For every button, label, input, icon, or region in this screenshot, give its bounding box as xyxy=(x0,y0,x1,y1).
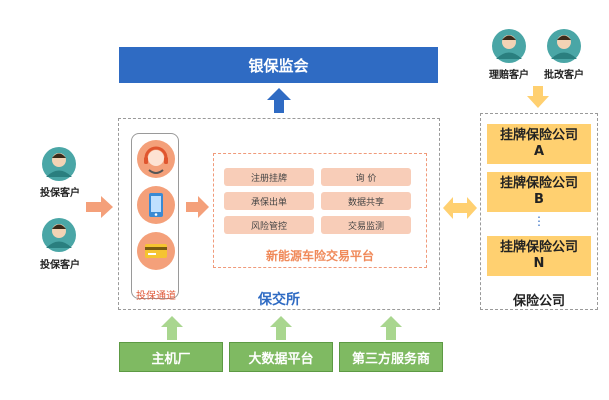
arrow-right-platform xyxy=(186,196,209,218)
policyholder-label: 投保客户 xyxy=(40,260,80,271)
partner-big-data: 大数据平台 xyxy=(229,342,333,372)
function-data-sharing: 数据共享 xyxy=(321,192,411,210)
arrow-down-insurers xyxy=(527,86,549,108)
endorsement-customer-label: 批改客户 xyxy=(544,70,584,81)
insurer-a-letter: A xyxy=(533,144,545,159)
credit-card-icon xyxy=(137,232,175,270)
function-inquiry: 询 价 xyxy=(321,168,411,186)
function-trade-monitoring: 交易监测 xyxy=(321,216,411,234)
arrow-up-partner xyxy=(161,316,183,340)
insurer-b-name: 挂牌保险公司 xyxy=(499,176,578,191)
insurer-a-box: 挂牌保险公司 A xyxy=(487,124,591,164)
ellipsis-vertical: ⋮ xyxy=(533,214,545,228)
platform-title: 新能源车险交易平台 xyxy=(265,249,374,263)
person-icon xyxy=(42,218,76,252)
policyholder-label: 投保客户 xyxy=(40,188,80,199)
insurers-title: 保险公司 xyxy=(512,294,565,309)
insurer-b-letter: B xyxy=(534,192,544,207)
exchange-container xyxy=(118,118,440,310)
insurer-n-letter: N xyxy=(533,256,545,271)
insurer-b-box: 挂牌保险公司 B xyxy=(487,172,591,212)
insurer-n-box: 挂牌保险公司 N xyxy=(487,236,591,276)
channels-box xyxy=(131,133,179,299)
arrow-up-regulator xyxy=(267,88,291,113)
arrow-up-partner xyxy=(270,316,292,340)
regulator-box: 银保监会 xyxy=(119,47,438,83)
person-icon xyxy=(492,29,526,63)
insurers-container xyxy=(480,113,598,310)
mobile-phone-icon xyxy=(137,186,175,224)
person-icon xyxy=(42,147,76,181)
insurer-n-name: 挂牌保险公司 xyxy=(499,240,578,255)
function-register: 注册挂牌 xyxy=(224,168,314,186)
headset-icon xyxy=(137,140,175,178)
arrow-bidirectional-insurers xyxy=(443,197,477,219)
function-underwriting: 承保出单 xyxy=(224,192,314,210)
insurer-a-name: 挂牌保险公司 xyxy=(499,128,578,143)
arrow-right-exchange xyxy=(86,196,113,218)
exchange-title: 保交所 xyxy=(258,292,300,308)
person-icon xyxy=(547,29,581,63)
claims-customer-label: 理赔客户 xyxy=(489,70,529,81)
arrow-up-partner xyxy=(380,316,402,340)
function-risk-control: 风险管控 xyxy=(224,216,314,234)
partner-oem: 主机厂 xyxy=(119,342,223,372)
channels-label: 投保通道 xyxy=(136,291,176,302)
partner-third-party: 第三方服务商 xyxy=(339,342,443,372)
trading-platform-box xyxy=(213,153,427,268)
